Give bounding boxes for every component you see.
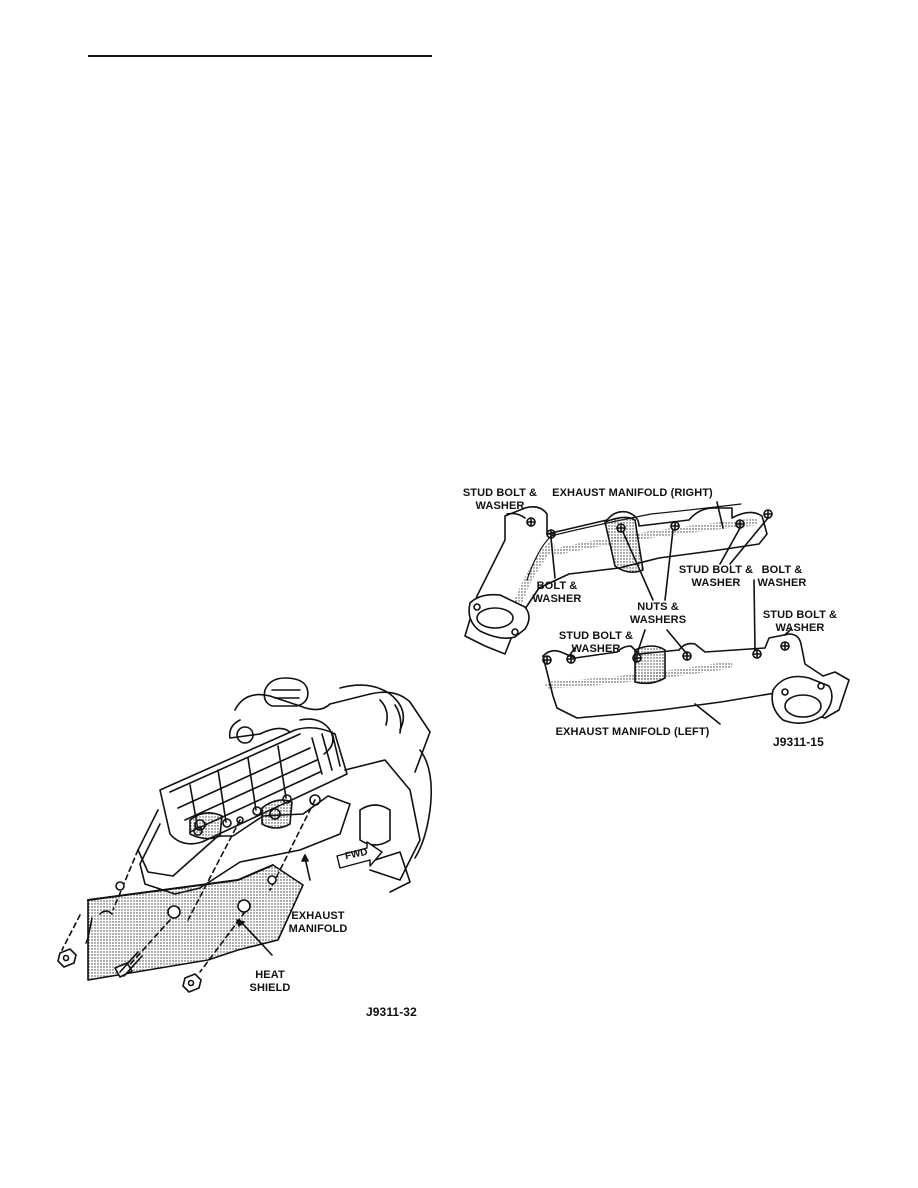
exhaust-manifolds-illustration <box>464 501 850 725</box>
bolt-washer-label-right: BOLT & WASHER <box>757 564 807 589</box>
heat-shield-illustration <box>57 677 433 993</box>
figure-code: J9311-32 <box>366 1005 417 1019</box>
stud-bolt-washer-label-right-mid: STUD BOLT & WASHER <box>678 564 754 589</box>
header-rule <box>88 55 432 57</box>
exhaust-manifold-right-label: EXHAUST MANIFOLD (RIGHT) <box>552 487 713 499</box>
bolt-washer-label-left: BOLT & WASHER <box>532 580 582 605</box>
exhaust-manifold-left-label: EXHAUST MANIFOLD (LEFT) <box>555 726 710 738</box>
nuts-washers-label: NUTS & WASHERS <box>629 601 687 626</box>
stud-bolt-washer-label-top-left: STUD BOLT & WASHER <box>462 487 538 512</box>
stud-bolt-washer-label-lower: STUD BOLT & WASHER <box>558 630 634 655</box>
heat-shield-label: HEAT SHIELD <box>249 969 291 994</box>
figure-code: J9311-15 <box>773 735 824 749</box>
figure-exhaust-manifolds: STUD BOLT & WASHER EXHAUST MANIFOLD (RIG… <box>455 480 850 750</box>
exhaust-manifold-label: EXHAUST MANIFOLD <box>288 910 348 935</box>
figure-heat-shield: FWD EXHAUST MANIFOLD HEAT SHIELD J9311-3… <box>40 660 440 1030</box>
stud-bolt-washer-label-far-right: STUD BOLT & WASHER <box>762 609 838 634</box>
